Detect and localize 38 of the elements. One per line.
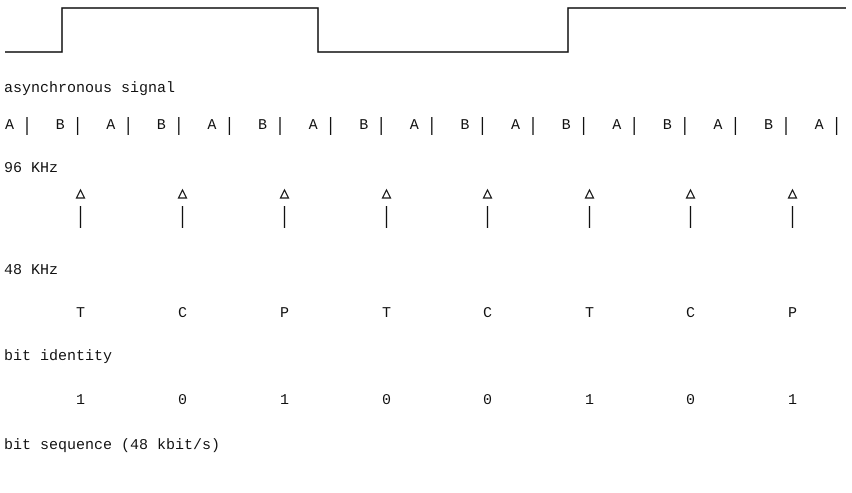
bit-identity-letter: C [686,305,696,323]
slot-letter: A [814,117,824,135]
bit-identity-letter: P [788,305,798,323]
frequency-label: 48 KHz [4,262,58,280]
slot-letter: B [460,117,470,135]
bit-value: 1 [76,392,86,410]
slot-letter: B [156,117,166,135]
slot-letter: B [562,117,571,135]
bit-value: 0 [178,392,188,410]
signal-label: asynchronous signal [4,80,176,98]
bit-value: 0 [686,392,696,410]
slot-letter: A [5,117,14,135]
bit-value: 0 [483,392,492,410]
row-label: bit sequence (48 kbit/s) [4,437,220,455]
slot-letter: A [308,117,318,135]
row-label: bit identity [4,348,112,366]
slot-letter: A [713,117,722,135]
bit-value: 1 [280,392,290,410]
bit-value: 0 [382,392,392,410]
bit-identity-letter: P [280,305,290,323]
bit-value: 1 [788,392,798,410]
slot-letter: A [106,117,116,135]
slot-letter: B [56,117,65,135]
slot-letter: A [410,117,419,135]
bit-identity-letter: T [382,305,392,323]
slot-letter: B [359,117,368,135]
slot-letter: B [662,117,672,135]
bit-identity-letter: T [76,305,86,323]
slot-letter: B [764,117,774,135]
slot-letter: A [207,117,216,135]
bit-identity-letter: C [483,305,492,323]
slot-letter: B [258,117,268,135]
slot-letter: A [612,117,622,135]
bit-value: 1 [585,392,594,410]
frequency-label: 96 KHz [4,160,58,178]
slot-letter: A [511,117,520,135]
bit-identity-letter: C [178,305,188,323]
bit-identity-letter: T [585,305,594,323]
